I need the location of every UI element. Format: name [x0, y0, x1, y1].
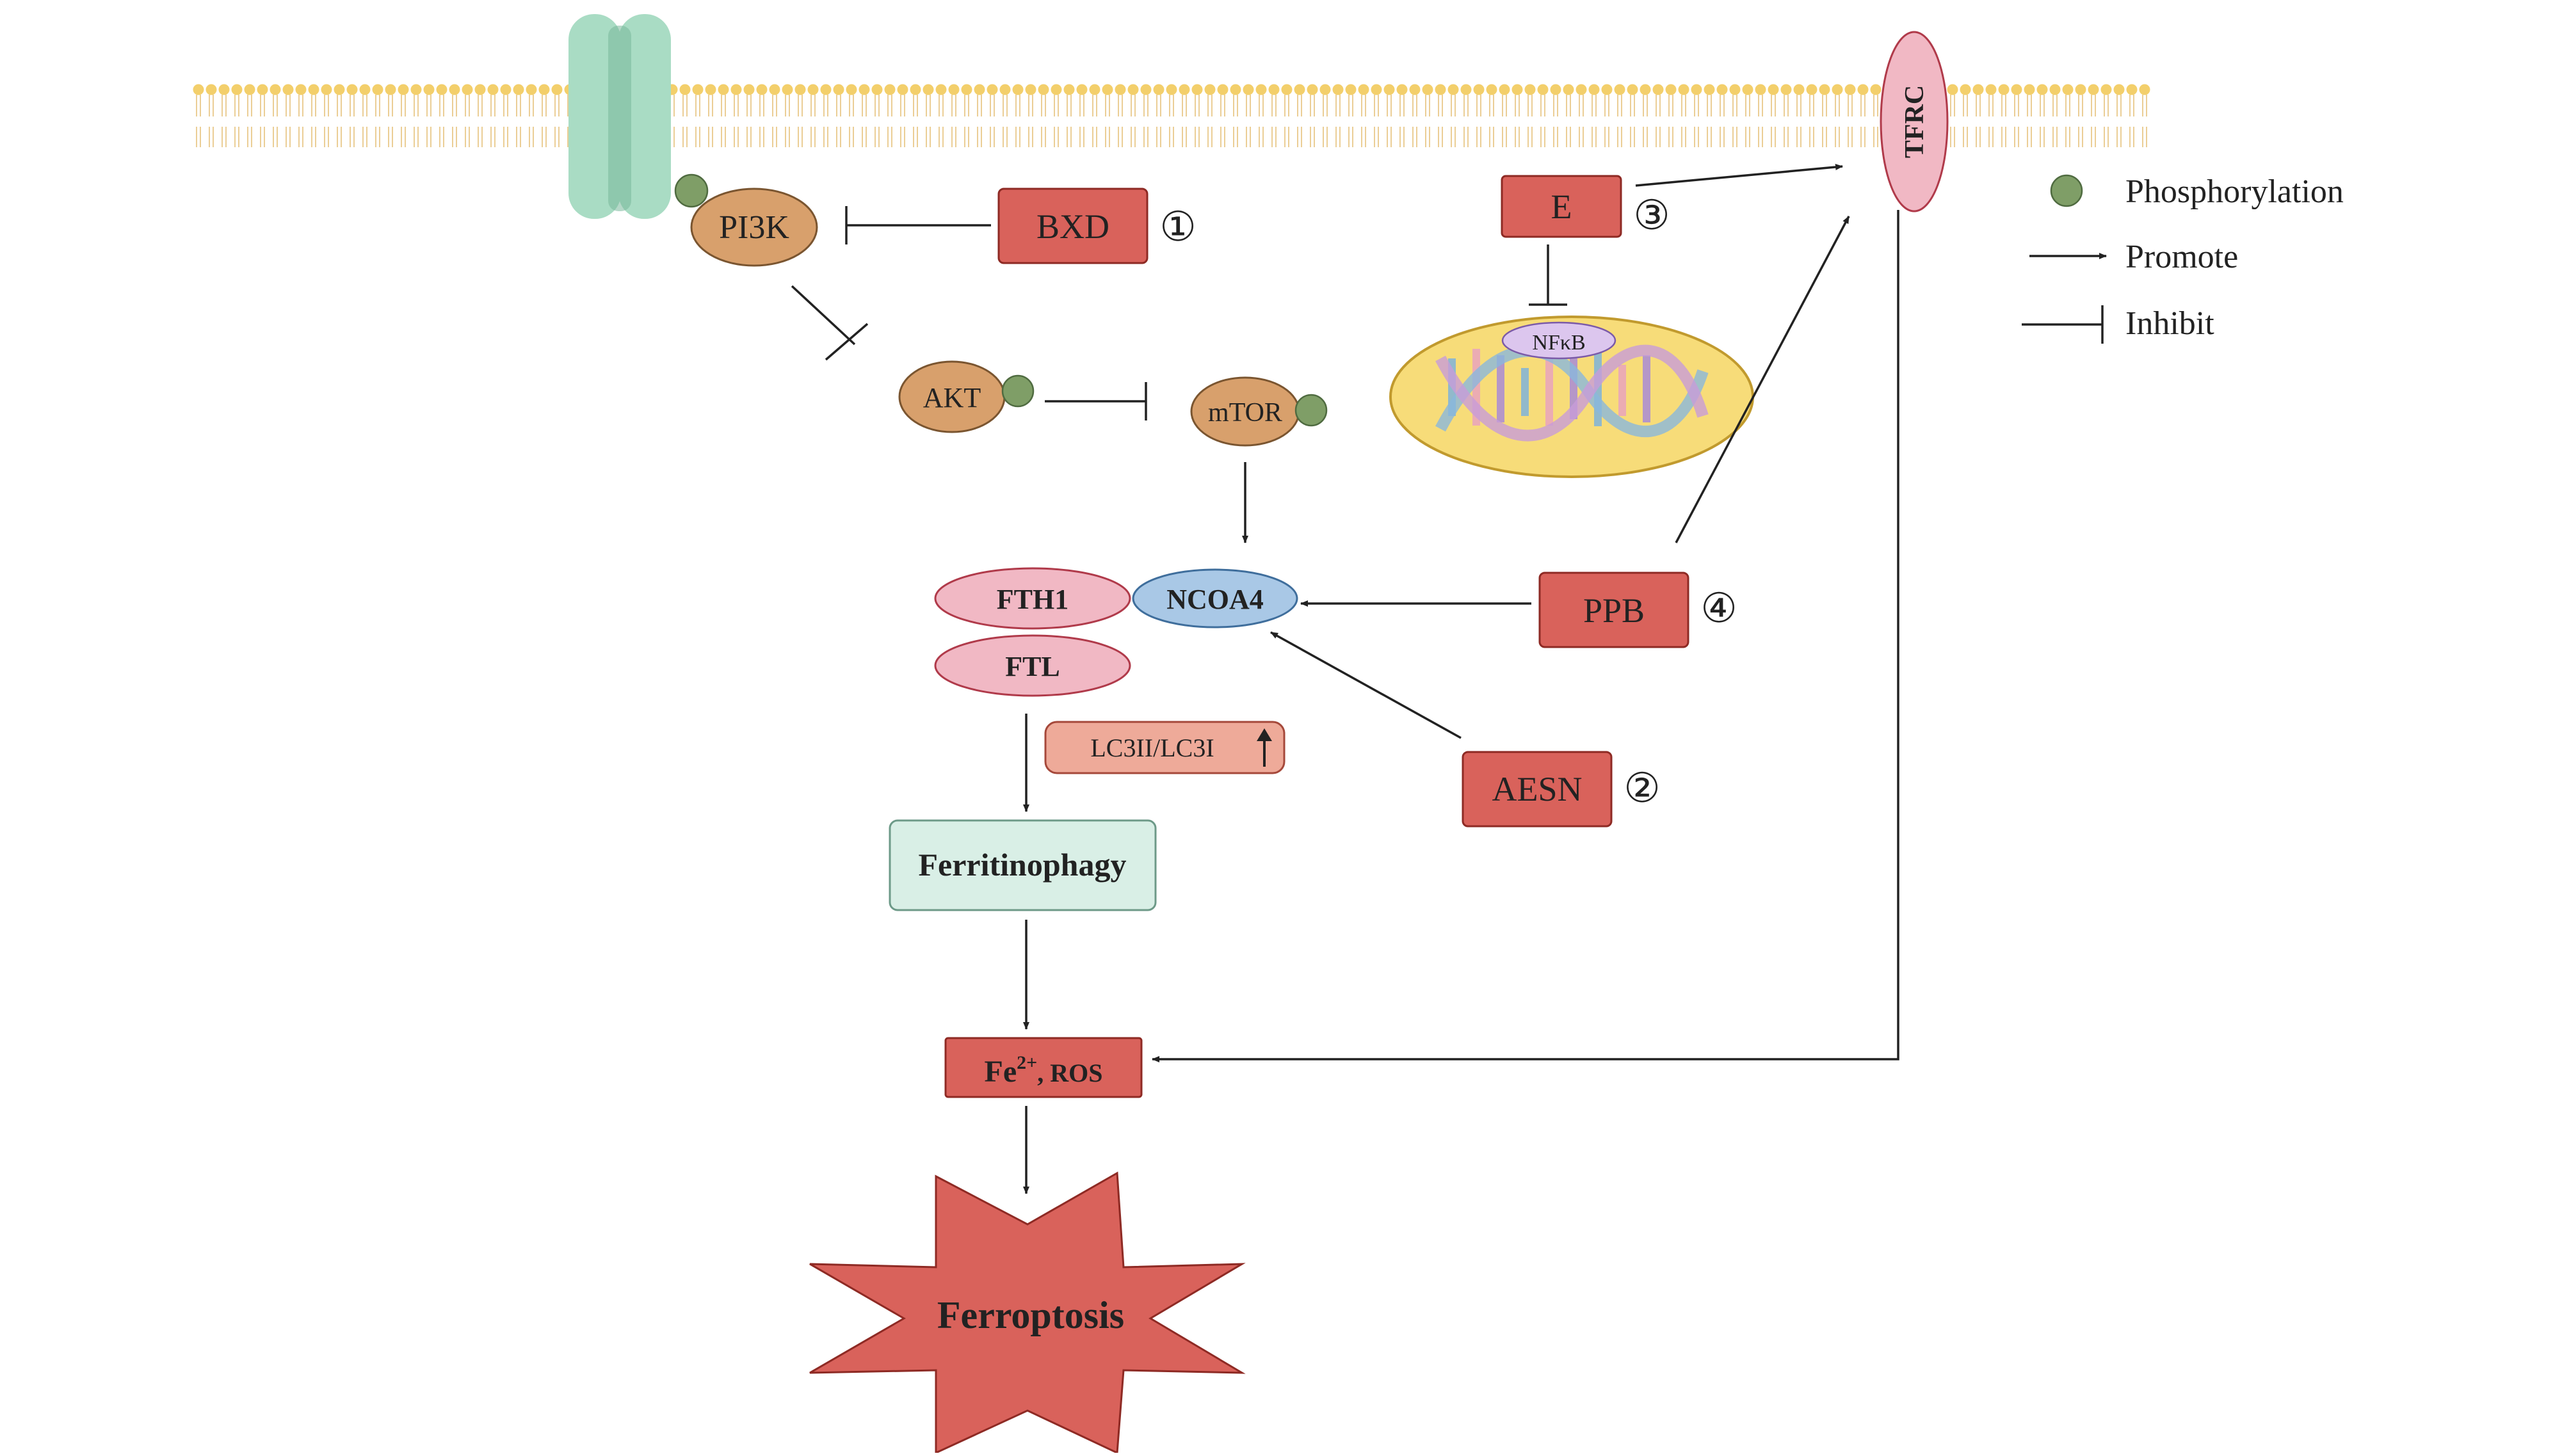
ppb-marker: ④: [1700, 586, 1737, 631]
nfkb-label: NFκB: [1532, 331, 1585, 355]
aesn-node: AESN ②: [1462, 751, 1661, 828]
up-arrow-icon: [1257, 728, 1272, 767]
tfrc-label: TFRC: [1900, 85, 1930, 158]
nucleus: NFκB: [1389, 316, 1754, 478]
promote-ppb-tfrc: [1675, 216, 1850, 543]
phospho-dot-pi3k: [674, 173, 709, 208]
bxd-node: BXD ①: [997, 188, 1197, 264]
aesn-marker: ②: [1624, 765, 1660, 811]
fe-superscript: 2+: [1017, 1052, 1037, 1073]
inhibit-pi3k-akt: [791, 285, 856, 346]
e-label: E: [1551, 188, 1572, 226]
ppb-label: PPB: [1583, 591, 1645, 630]
promote-tfrc-fe: [1152, 210, 1899, 1062]
legend-phosphorylation-label: Phosphorylation: [2125, 173, 2344, 210]
lc3-node: LC3II/LC3I: [1044, 721, 1286, 774]
pi3k-label: PI3K: [719, 209, 789, 246]
ferritinophagy-node: Ferritinophagy: [889, 819, 1157, 911]
mtor-node: mTOR: [1190, 376, 1328, 447]
phospho-dot-mtor: [1294, 394, 1328, 427]
bxd-marker: ①: [1159, 204, 1196, 250]
ncoa4-node: [1132, 568, 1298, 628]
fth1-node: [934, 567, 1131, 630]
ferroptosis-node: Ferroptosis: [809, 1171, 1246, 1455]
e-marker: ③: [1633, 193, 1670, 238]
fth1-label: FTH1: [997, 584, 1068, 615]
promote-aesn-ncoa4: [1270, 631, 1462, 739]
ftl-label: FTL: [1005, 651, 1060, 682]
nfkb-badge: [1501, 321, 1616, 360]
akt-label: AKT: [923, 382, 981, 413]
legend-promote-label: Promote: [2125, 239, 2238, 275]
phospho-dot-akt: [1001, 374, 1035, 408]
cell-membrane: [192, 83, 2151, 147]
promote-e-tfrc: [1635, 164, 1843, 187]
ncoa4-label: NCOA4: [1166, 584, 1264, 615]
dna-helix-icon: [1435, 344, 1709, 442]
ftl-node: [934, 634, 1131, 697]
fe-text: Fe: [985, 1055, 1017, 1089]
inhibit-pi3k-akt-bar: [825, 323, 869, 361]
ferritinophagy-label: Ferritinophagy: [919, 847, 1127, 883]
ppb-node: PPB ④: [1538, 572, 1737, 648]
receptor-channel: [568, 14, 671, 219]
pi3k-node: PI3K: [674, 173, 818, 267]
akt-node: AKT: [898, 360, 1035, 433]
fe-ros-node: Fe2+, ROS: [944, 1037, 1143, 1098]
ferritin-complex: FTH1 NCOA4 FTL: [934, 567, 1298, 697]
legend: Phosphorylation Promote Inhibit: [2022, 173, 2344, 344]
connectors: [791, 164, 1899, 1194]
ferroptosis-label: Ferroptosis: [937, 1294, 1124, 1336]
aesn-label: AESN: [1492, 770, 1582, 808]
lc3-label: LC3II/LC3I: [1090, 733, 1214, 762]
e-node: E ③: [1501, 175, 1670, 238]
legend-phospho-dot: [2050, 174, 2083, 207]
legend-inhibit-label: Inhibit: [2125, 305, 2214, 342]
mtor-label: mTOR: [1208, 398, 1282, 428]
fe-ros-label: Fe2+, ROS: [985, 1052, 1103, 1089]
bxd-label: BXD: [1036, 207, 1109, 246]
tfrc-node: TFRC: [1880, 31, 1949, 212]
ros-text: , ROS: [1037, 1059, 1102, 1087]
